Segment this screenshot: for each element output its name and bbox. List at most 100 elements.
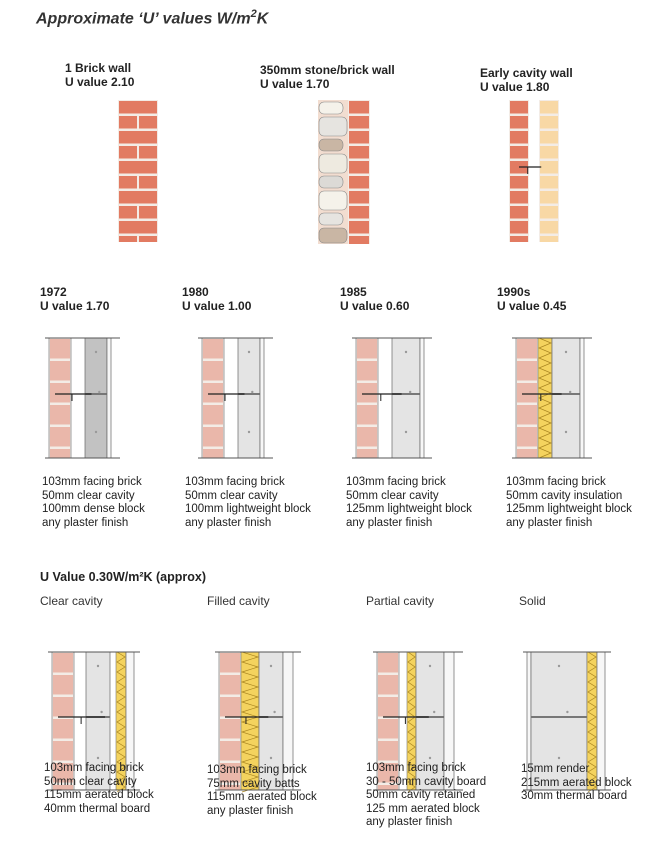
brick xyxy=(349,101,369,114)
brick xyxy=(119,206,137,219)
brick xyxy=(139,146,157,159)
wall-1985-diagram xyxy=(352,337,432,459)
brick xyxy=(378,763,398,783)
insulation-fibres xyxy=(407,651,416,793)
brick xyxy=(540,116,558,129)
brick xyxy=(517,339,537,359)
brick xyxy=(50,361,70,381)
brick xyxy=(349,221,369,234)
brick xyxy=(220,741,240,761)
brick xyxy=(119,191,157,204)
stone xyxy=(318,212,344,226)
insulation xyxy=(537,337,553,459)
stone xyxy=(318,101,344,115)
brick xyxy=(517,383,537,403)
brick xyxy=(53,785,73,790)
brick xyxy=(517,449,537,458)
plaster-layer xyxy=(579,337,585,459)
brick xyxy=(139,116,157,129)
brick xyxy=(357,427,377,447)
insulation-fibres xyxy=(116,651,126,793)
stone xyxy=(318,190,348,211)
stone xyxy=(318,227,348,244)
label-filled-cavity: Filled cavity xyxy=(207,594,270,608)
brick xyxy=(510,131,528,144)
brick xyxy=(357,339,377,359)
aggregate-speck xyxy=(404,430,408,434)
brick xyxy=(540,221,558,234)
brick xyxy=(510,206,528,219)
brick xyxy=(517,405,537,425)
brick xyxy=(119,236,137,242)
aggregate-speck xyxy=(98,390,101,394)
brick xyxy=(540,176,558,189)
brick xyxy=(510,236,528,242)
solid-wall-diagram xyxy=(523,651,611,793)
brick xyxy=(357,361,377,381)
aggregate-speck xyxy=(94,430,98,434)
brick xyxy=(119,176,137,189)
stone xyxy=(318,175,344,189)
brick xyxy=(53,653,73,673)
lightweight-block xyxy=(237,337,261,459)
stone xyxy=(318,153,348,174)
brick xyxy=(50,405,70,425)
brick xyxy=(220,763,240,783)
brick xyxy=(53,697,73,717)
section-heading: U Value 0.30W/m²K (approx) xyxy=(40,570,207,584)
label-solid: Solid xyxy=(519,594,546,608)
brick xyxy=(378,653,398,673)
brick xyxy=(349,176,369,189)
aggregate-speck xyxy=(433,710,436,714)
brick xyxy=(540,236,558,242)
brick xyxy=(540,146,558,159)
brick xyxy=(510,191,528,204)
brick xyxy=(50,383,70,403)
insulation-fibres xyxy=(538,337,552,459)
brick xyxy=(50,339,70,359)
brick xyxy=(220,719,240,739)
plaster-layer xyxy=(419,337,425,459)
brick xyxy=(510,176,528,189)
aggregate-speck xyxy=(569,390,572,394)
aggregate-speck xyxy=(96,664,100,668)
brick xyxy=(139,176,157,189)
brick xyxy=(139,206,157,219)
aggregate-speck xyxy=(94,350,98,354)
brick xyxy=(53,675,73,695)
brick-wall-diagram xyxy=(118,100,158,242)
plaster-layer xyxy=(106,337,112,459)
brick xyxy=(220,675,240,695)
brick xyxy=(53,741,73,761)
lightweight-block xyxy=(530,651,588,791)
brick xyxy=(540,206,558,219)
aggregate-speck xyxy=(564,350,568,354)
brick xyxy=(378,719,398,739)
brick xyxy=(357,405,377,425)
brick xyxy=(220,785,240,790)
brick xyxy=(349,146,369,159)
brick xyxy=(203,339,223,359)
brick xyxy=(540,191,558,204)
wall-1972-diagram xyxy=(45,337,120,459)
brick xyxy=(540,161,558,174)
early-cavity-wall-diagram xyxy=(509,100,559,242)
brick xyxy=(510,101,528,114)
brick xyxy=(349,161,369,174)
aggregate-speck xyxy=(566,710,569,714)
insulation-fibres xyxy=(587,651,597,793)
aggregate-speck xyxy=(557,756,561,760)
dense-block xyxy=(84,337,108,459)
brick xyxy=(203,405,223,425)
brick xyxy=(540,101,558,114)
brick xyxy=(510,116,528,129)
aggregate-speck xyxy=(557,664,561,668)
aggregate-speck xyxy=(100,710,103,714)
